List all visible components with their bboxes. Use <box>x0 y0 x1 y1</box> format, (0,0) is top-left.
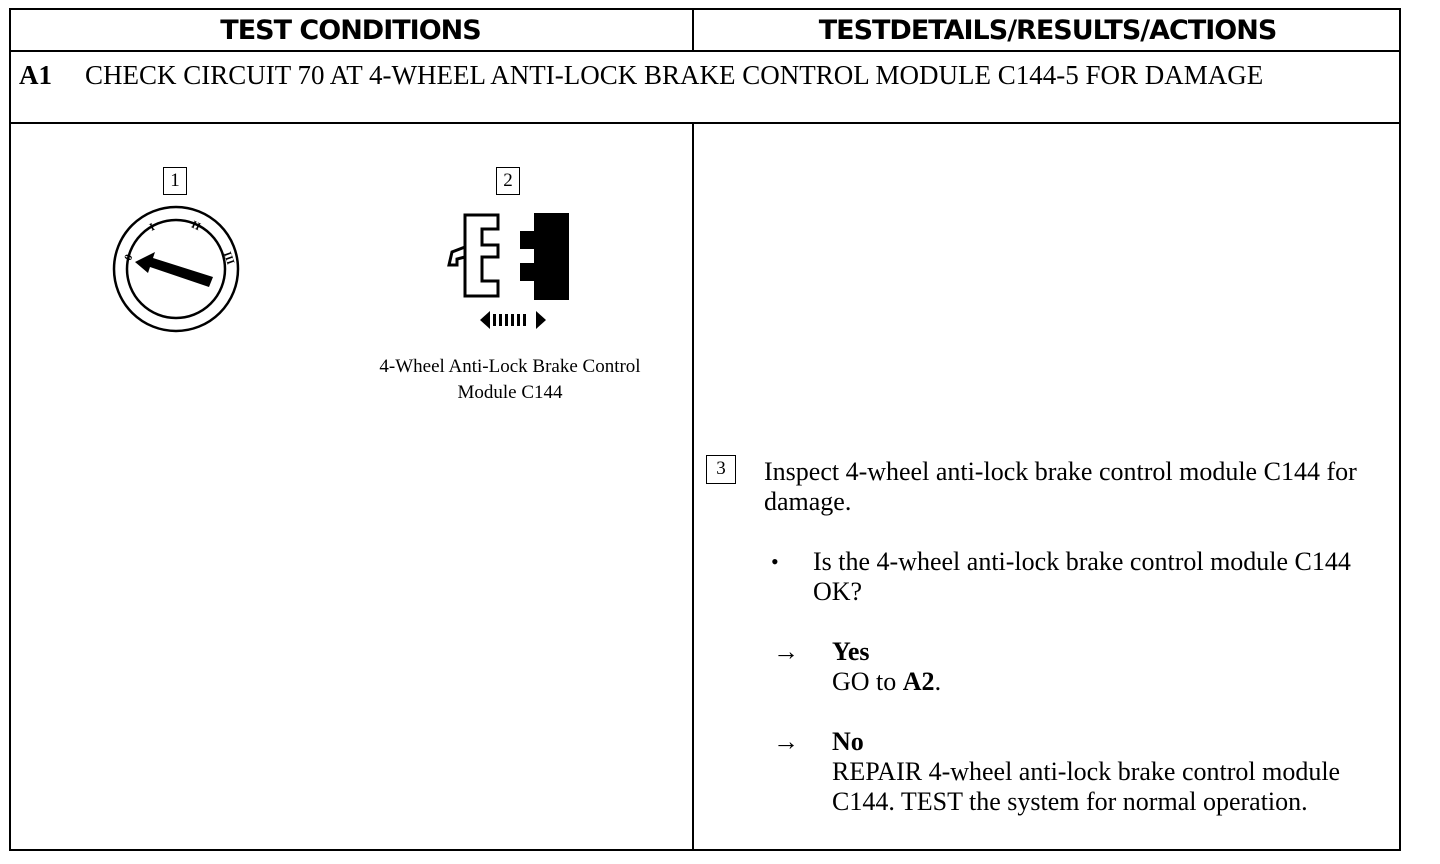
inspect-instruction: Inspect 4-wheel anti-lock brake control … <box>764 457 1357 516</box>
header-test-conditions: TEST CONDITIONS <box>220 15 481 46</box>
connector-caption-line-2: Module C144 <box>457 382 563 403</box>
no-label: No <box>832 727 864 756</box>
yes-response: Yes GO to A2. <box>832 637 1372 697</box>
yes-label: Yes <box>832 637 870 666</box>
yes-arrow-icon: → <box>773 637 799 666</box>
body-column-divider <box>692 122 694 851</box>
connector-disconnect-icon <box>447 213 569 329</box>
ignition-label-1: I <box>148 221 157 234</box>
header-test-details: TESTDETAILS/RESULTS/ACTIONS <box>818 15 1278 46</box>
ignition-key-pointer <box>135 252 213 287</box>
header-column-divider <box>692 8 694 51</box>
step-3-number: 3 <box>706 455 736 484</box>
step-id: A1 <box>19 60 52 90</box>
yes-action: GO to A2. <box>832 667 1372 697</box>
yes-action-suffix: . <box>934 667 942 696</box>
no-response: No REPAIR 4-wheel anti-lock brake contro… <box>832 727 1372 817</box>
header-divider <box>9 50 1401 52</box>
step-2-number: 2 <box>496 167 520 195</box>
yes-action-prefix: GO to <box>832 667 903 696</box>
step-title: CHECK CIRCUIT 70 AT 4-WHEEL ANTI-LOCK BR… <box>85 60 1264 90</box>
question-bullet: • <box>771 549 779 574</box>
inspection-question: Is the 4-wheel anti-lock brake control m… <box>813 547 1351 606</box>
step-1-number: 1 <box>163 167 187 195</box>
yes-action-target: A2 <box>902 667 935 696</box>
no-arrow-icon: → <box>773 727 799 756</box>
ignition-label-3: III <box>221 250 237 266</box>
no-action: REPAIR 4-wheel anti-lock brake control m… <box>832 757 1341 816</box>
step-title-divider <box>9 122 1401 124</box>
ignition-label-0: 0 <box>122 252 135 262</box>
test-table <box>9 8 1401 851</box>
connector-caption-line-1: 4-Wheel Anti-Lock Brake Control <box>379 356 641 377</box>
ignition-label-2: II <box>189 219 202 233</box>
ignition-switch-icon: 0 I II III <box>112 205 240 333</box>
connector-caption: 4-Wheel Anti-Lock Brake Control Module C… <box>350 354 670 406</box>
